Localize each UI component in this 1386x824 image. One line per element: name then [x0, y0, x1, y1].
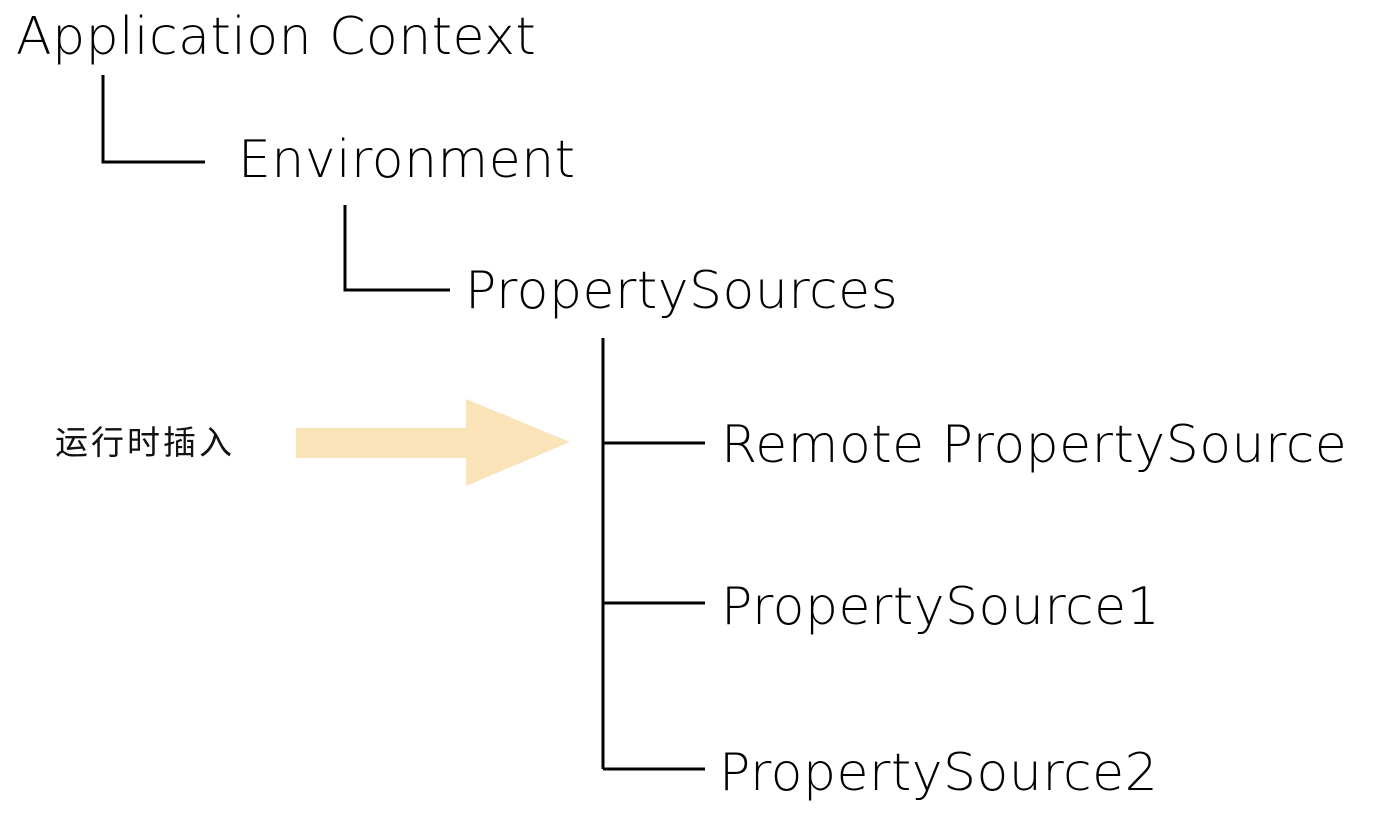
node-remote-property-source: Remote PropertySource: [721, 415, 1347, 475]
runtime-insert-label: 运行时插入: [55, 423, 235, 462]
connector-lines: [101, 75, 705, 771]
connector-env-to-propsources: [343, 205, 450, 292]
node-property-sources: PropertySources: [465, 261, 898, 321]
connector-app-to-env: [101, 75, 205, 164]
right-arrow-icon: [296, 399, 570, 486]
node-application-context: Application Context: [16, 7, 536, 67]
node-property-source-2: PropertySource2: [719, 743, 1158, 803]
node-property-source-1: PropertySource1: [721, 577, 1160, 637]
node-environment: Environment: [238, 130, 576, 190]
